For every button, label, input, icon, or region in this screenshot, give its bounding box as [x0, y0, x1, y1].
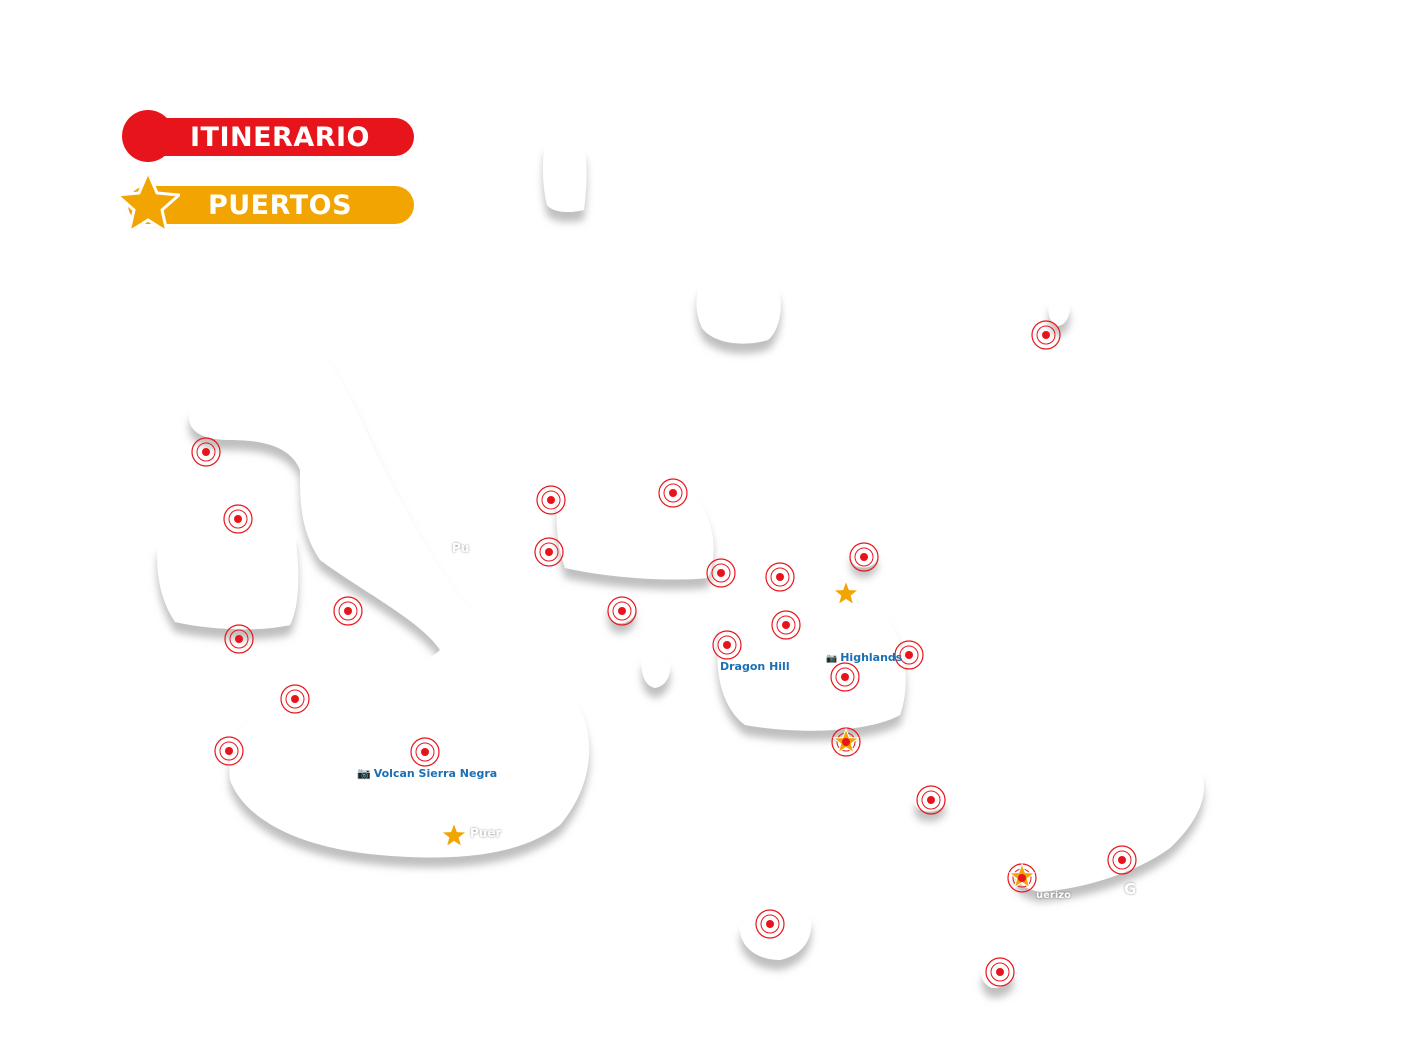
legend-itinerario-label: ITINERARIO [189, 121, 371, 153]
island-genovesa [1048, 297, 1070, 326]
island-santiago [556, 476, 714, 580]
label-puerto-villamil: Puer [470, 826, 502, 840]
itinerary-marker[interactable] [224, 624, 254, 654]
itinerary-marker[interactable] [658, 478, 688, 508]
itinerary-marker[interactable] [849, 542, 879, 572]
itinerary-marker[interactable] [916, 785, 946, 815]
itinerary-marker[interactable] [191, 437, 221, 467]
legend-puertos-button[interactable]: PUERTOS [116, 170, 414, 234]
label-puerto-baquerizo: uerizo [1036, 890, 1071, 901]
islands-layer [157, 138, 1204, 988]
itinerary-marker[interactable] [712, 630, 742, 660]
itinerary-marker-dot [842, 738, 850, 746]
camera-icon: 📷 [357, 767, 371, 780]
itinerary-marker[interactable] [1107, 845, 1137, 875]
itinerary-marker[interactable] [536, 485, 566, 515]
island-pinta [542, 138, 587, 213]
legend-puertos-label: PUERTOS [207, 189, 353, 221]
itinerary-marker[interactable] [985, 957, 1015, 987]
itinerary-marker[interactable] [830, 662, 860, 692]
island-pinzon [641, 653, 671, 688]
itinerary-marker[interactable] [894, 640, 924, 670]
itinerary-marker[interactable] [333, 596, 363, 626]
island-floreana [739, 909, 812, 960]
itinerary-marker[interactable] [607, 596, 637, 626]
port-star-icon[interactable] [832, 579, 860, 606]
camera-icon: 📷 [826, 654, 838, 664]
label-dragon-hill[interactable]: Dragon Hill [720, 660, 790, 673]
itinerary-marker[interactable] [410, 737, 440, 767]
itinerary-marker[interactable] [1031, 320, 1061, 350]
itinerary-marker[interactable] [223, 504, 253, 534]
label-highlands[interactable]: 📷Highlands [826, 651, 903, 664]
port-star-icon[interactable] [440, 821, 468, 848]
legend-star-icon [116, 170, 180, 234]
label-puerto-moreno: Pu [452, 541, 470, 555]
itinerary-marker[interactable] [706, 558, 736, 588]
itinerary-marker[interactable] [765, 562, 795, 592]
itinerary-markers-layer [191, 320, 1137, 987]
itinerary-marker[interactable] [771, 610, 801, 640]
itinerary-marker[interactable] [534, 537, 564, 567]
legend-itinerario-button[interactable]: ITINERARIO [122, 110, 414, 162]
itinerary-marker[interactable] [214, 736, 244, 766]
island-marchena [696, 274, 781, 344]
island-isabela [189, 352, 590, 858]
island-san-cristobal [1014, 769, 1204, 892]
island-fernandina [157, 528, 299, 630]
label-galapaguera: G [1124, 880, 1137, 898]
label-volcan-sierra-negra[interactable]: 📷Volcan Sierra Negra [357, 767, 498, 780]
island-santa-cruz [717, 603, 906, 731]
itinerary-marker-dot [1018, 874, 1026, 882]
port-markers-layer [440, 579, 1036, 889]
itinerary-marker[interactable] [280, 684, 310, 714]
legend-itinerario-pin-icon [122, 110, 174, 162]
itinerary-marker[interactable] [755, 909, 785, 939]
